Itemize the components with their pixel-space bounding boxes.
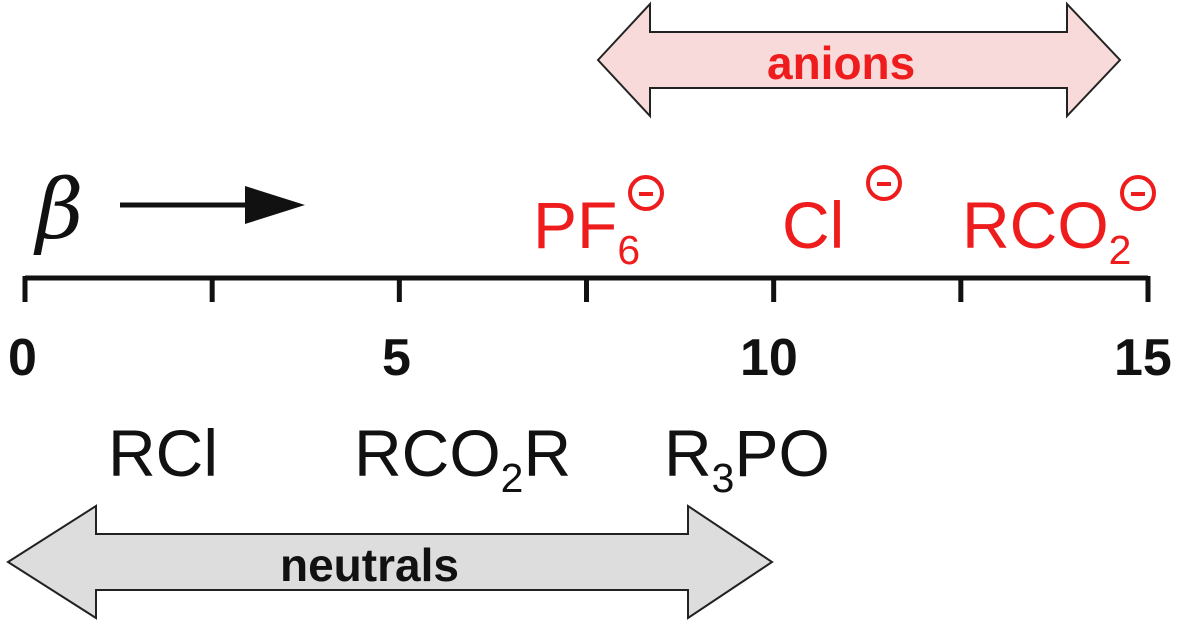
anion-label-cl: Cl: [782, 192, 844, 258]
anion-pf6-subscript: 6: [617, 227, 641, 274]
negative-charge-icon: [866, 165, 902, 201]
anion-label-pf6: PF6: [533, 192, 640, 271]
anion-pf6-base: PF: [533, 188, 618, 262]
anion-rco2-subscript: 2: [1108, 227, 1132, 274]
neutral-label-rcl: RCl: [108, 420, 218, 486]
tick-label-15: 15: [1114, 329, 1172, 387]
scale-ticks: [22, 276, 1151, 302]
neutral-r3po-pre: R: [664, 416, 712, 490]
negative-charge-icon: [628, 175, 664, 211]
neutral-rcl-text: RCl: [108, 416, 218, 490]
neutral-rco2r-post: R: [523, 416, 572, 490]
negative-charge-icon: [1120, 175, 1156, 211]
neutrals-range-arrow: [6, 504, 774, 620]
neutral-r3po-post: PO: [734, 416, 830, 490]
tick-label-10: 10: [740, 329, 798, 387]
anions-range-arrow: [596, 1, 1122, 119]
anion-rco2-base: RCO: [962, 188, 1109, 262]
anion-label-rco2: RCO2: [962, 192, 1131, 271]
neutral-r3po-subscript: 3: [711, 455, 735, 502]
beta-direction-arrow: [120, 186, 305, 224]
tick-label-0: 0: [8, 329, 37, 387]
neutrals-range-label: neutrals: [280, 539, 459, 591]
anion-cl-base: Cl: [782, 188, 845, 262]
neutral-rco2r-pre: RCO: [354, 416, 501, 490]
neutral-label-rco2r: RCO2R: [354, 420, 571, 499]
anions-range-label: anions: [767, 37, 916, 89]
neutral-label-r3po: R3PO: [664, 420, 830, 499]
neutral-rco2r-subscript: 2: [500, 455, 524, 502]
tick-label-5: 5: [382, 329, 411, 387]
beta-symbol: β: [36, 163, 84, 258]
